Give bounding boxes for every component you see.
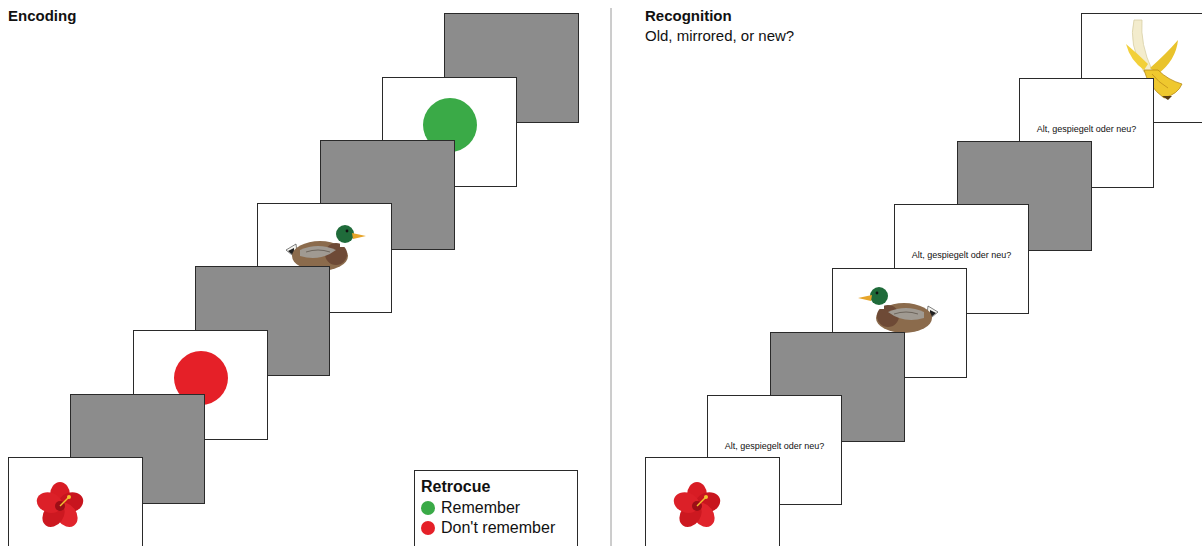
legend-text: Remember [441,498,520,518]
legend-swatch [421,521,435,535]
question-text: Alt, gespiegelt oder neu? [725,441,825,452]
hibiscus-picture [646,458,780,546]
legend-entry: Don't remember [421,518,555,538]
hibiscus-picture [9,458,143,546]
legend-swatch [421,501,435,515]
legend-heading: Retrocue [421,477,490,497]
flower-slide [645,457,780,546]
task-question: Old, mirrored, or new? [645,26,794,46]
flower-slide [8,457,143,546]
panel-heading: Recognition [645,6,732,26]
question-text: Alt, gespiegelt oder neu? [1037,124,1137,135]
question-text: Alt, gespiegelt oder neu? [912,250,1012,261]
legend-text: Don't remember [441,518,555,538]
panel-heading: Encoding [8,6,76,26]
legend-box: RetrocueRememberDon't remember [414,470,578,546]
legend-entry: Remember [421,498,520,518]
